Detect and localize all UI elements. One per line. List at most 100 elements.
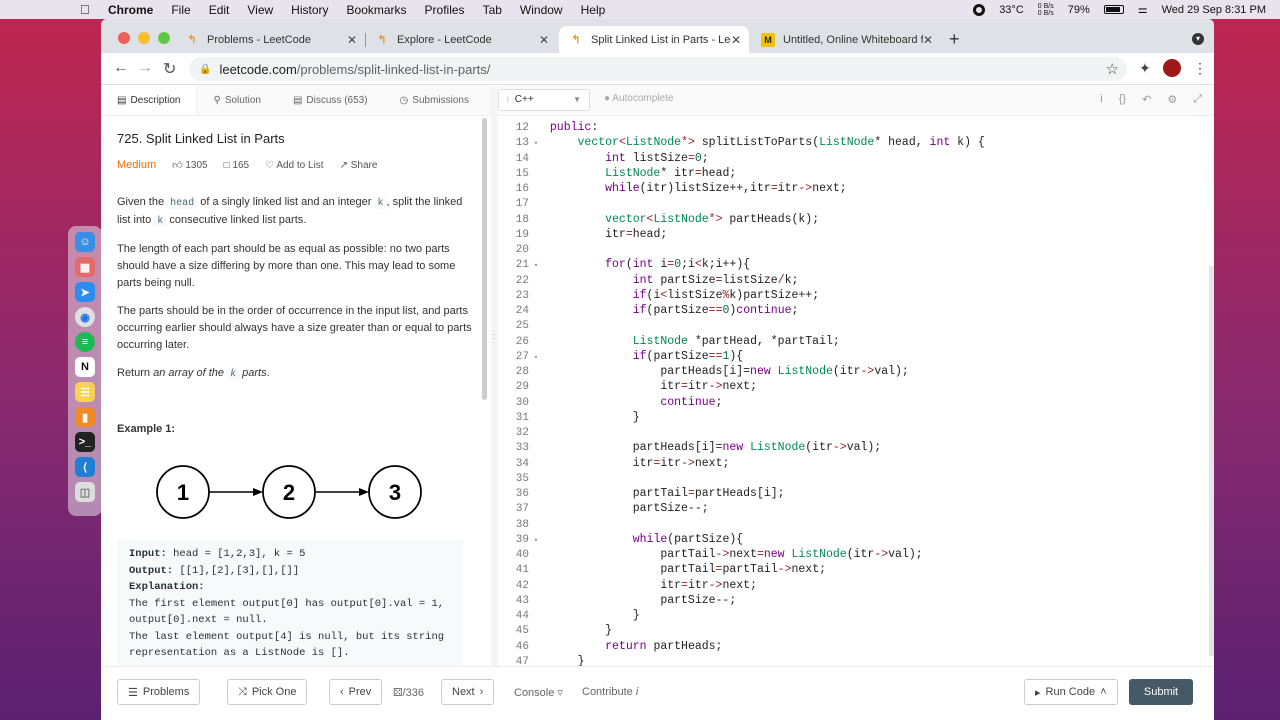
fold-arrow-icon[interactable]: ▾ bbox=[533, 262, 539, 271]
contribute-link[interactable]: Contribute i bbox=[582, 686, 639, 698]
extensions-puzzle-icon[interactable]: ✦ bbox=[1139, 60, 1151, 76]
tab-whiteboard[interactable]: M Untitled, Online Whiteboard fo ✕ bbox=[751, 26, 941, 53]
spotify-icon[interactable]: ≡ bbox=[75, 332, 95, 352]
minimize-window-button[interactable] bbox=[138, 32, 150, 44]
code-line[interactable]: 36 partTail=partHeads[i]; bbox=[498, 486, 785, 501]
code-line[interactable]: 21▾ for(int i=0;i<k;i++){ bbox=[498, 257, 750, 272]
tab-description[interactable]: ▤Description bbox=[101, 86, 198, 115]
code-line[interactable]: 44 } bbox=[498, 608, 640, 623]
fullscreen-icon[interactable]: ⤢ bbox=[1193, 93, 1202, 105]
profile-avatar[interactable] bbox=[1163, 59, 1181, 77]
notes-icon[interactable]: ☰ bbox=[75, 382, 95, 402]
vscode-icon[interactable]: ⟨ bbox=[75, 457, 95, 477]
description-scrollbar[interactable] bbox=[482, 118, 487, 400]
control-center-icon[interactable]: ⚌ bbox=[1137, 4, 1148, 16]
code-line[interactable]: 12 public: bbox=[498, 120, 598, 135]
settings-icon[interactable]: ⚙ bbox=[1167, 94, 1178, 106]
code-line[interactable]: 16 while(itr)listSize++,itr=itr->next; bbox=[498, 181, 847, 196]
lock-icon[interactable]: 🔒 bbox=[199, 63, 212, 75]
code-line[interactable]: 35 bbox=[498, 471, 550, 486]
code-line[interactable]: 38 bbox=[498, 517, 550, 532]
menu-history[interactable]: History bbox=[291, 2, 329, 17]
tab-close-icon[interactable]: ✕ bbox=[730, 32, 741, 47]
tab-problems[interactable]: ↰ Problems - LeetCode ✕ bbox=[175, 26, 366, 53]
finder-icon[interactable]: ☺ bbox=[75, 232, 95, 252]
safari-icon[interactable]: ➤ bbox=[75, 282, 95, 302]
bookmark-star-icon[interactable]: ☆ bbox=[1105, 61, 1119, 78]
tab-split-linked-list[interactable]: ↰ Split Linked List in Parts - Leet ✕ bbox=[559, 26, 749, 53]
run-code-button[interactable]: ▸Run Code˄ bbox=[1024, 679, 1118, 705]
braces-icon[interactable]: {} bbox=[1118, 93, 1127, 105]
prev-button[interactable]: ‹Prev bbox=[329, 679, 383, 705]
code-line[interactable]: 46 return partHeads; bbox=[498, 639, 723, 654]
datetime[interactable]: Wed 29 Sep 8:31 PM bbox=[1161, 3, 1266, 16]
notion-icon[interactable]: N bbox=[75, 357, 95, 377]
tab-close-icon[interactable]: ✕ bbox=[346, 32, 357, 47]
code-line[interactable]: 19 itr=head; bbox=[498, 227, 667, 242]
console-toggle[interactable]: Console ▿ bbox=[514, 687, 563, 699]
record-icon[interactable] bbox=[973, 3, 986, 16]
autocomplete-toggle[interactable]: ● Autocomplete bbox=[604, 93, 674, 104]
code-line[interactable]: 27▾ if(partSize==1){ bbox=[498, 349, 743, 364]
books-icon[interactable]: ▮ bbox=[75, 407, 95, 427]
tab-submissions[interactable]: ◷Submissions bbox=[384, 86, 485, 115]
apple-icon[interactable]:  bbox=[80, 2, 94, 17]
pick-one-button[interactable]: ⤨Pick One bbox=[227, 679, 308, 705]
code-line[interactable]: 32 bbox=[498, 425, 550, 440]
dislike-button[interactable]: □ 165 bbox=[223, 160, 250, 171]
tab-close-icon[interactable]: ✕ bbox=[922, 32, 933, 47]
tab-search-icon[interactable]: ▾ bbox=[1192, 33, 1204, 45]
new-tab-icon[interactable]: + bbox=[949, 29, 960, 49]
code-line[interactable]: 15 ListNode* itr=head; bbox=[498, 166, 736, 181]
code-line[interactable]: 25 bbox=[498, 318, 550, 333]
info-icon[interactable]: i bbox=[1100, 93, 1103, 105]
like-button[interactable]: 👍︎ 1305 bbox=[172, 160, 208, 171]
chrome-icon[interactable]: ◉ bbox=[75, 307, 95, 327]
close-window-button[interactable] bbox=[118, 32, 130, 44]
submit-button[interactable]: Submit bbox=[1129, 679, 1193, 705]
tab-close-icon[interactable]: ✕ bbox=[538, 32, 549, 47]
launchpad-icon[interactable]: ▦ bbox=[75, 257, 95, 277]
code-line[interactable]: 33 partHeads[i]=new ListNode(itr->val); bbox=[498, 440, 881, 455]
code-line[interactable]: 18 vector<ListNode*> partHeads(k); bbox=[498, 212, 819, 227]
code-editor[interactable]: 12 public:13▾ vector<ListNode*> splitLis… bbox=[498, 116, 1214, 666]
add-to-list-button[interactable]: ♡ Add to List bbox=[265, 160, 324, 171]
tab-discuss[interactable]: ▤Discuss (653) bbox=[277, 86, 384, 115]
code-line[interactable]: 13▾ vector<ListNode*> splitListToParts(L… bbox=[498, 135, 985, 150]
tab-solution[interactable]: ⚲Solution bbox=[197, 86, 276, 115]
code-line[interactable]: 43 partSize--; bbox=[498, 593, 736, 608]
code-line[interactable]: 17 bbox=[498, 196, 550, 211]
code-line[interactable]: 34 itr=itr->next; bbox=[498, 456, 730, 471]
menu-file[interactable]: File bbox=[171, 2, 191, 17]
chrome-menu-icon[interactable]: ⋮ bbox=[1193, 60, 1207, 76]
fold-arrow-icon[interactable]: ▾ bbox=[533, 140, 539, 149]
code-line[interactable]: 24 if(partSize==0)continue; bbox=[498, 303, 799, 318]
menu-help[interactable]: Help bbox=[580, 2, 606, 17]
reset-icon[interactable]: ↶ bbox=[1142, 94, 1152, 106]
trash-icon[interactable]: ◫ bbox=[75, 482, 95, 502]
editor-scrollbar[interactable] bbox=[1209, 266, 1214, 656]
problem-counter[interactable]: ⚄/336 bbox=[393, 687, 424, 699]
code-line[interactable]: 40 partTail->next=new ListNode(itr->val)… bbox=[498, 547, 923, 562]
menu-view[interactable]: View bbox=[247, 2, 274, 17]
terminal-icon[interactable]: >_ bbox=[75, 432, 95, 452]
code-line[interactable]: 42 itr=itr->next; bbox=[498, 578, 757, 593]
code-line[interactable]: 29 itr=itr->next; bbox=[498, 379, 757, 394]
maximize-window-button[interactable] bbox=[158, 32, 170, 44]
split-handle[interactable]: ::: bbox=[491, 86, 498, 666]
code-line[interactable]: 28 partHeads[i]=new ListNode(itr->val); bbox=[498, 364, 909, 379]
fold-arrow-icon[interactable]: ▾ bbox=[533, 353, 539, 362]
code-line[interactable]: 22 int partSize=listSize/k; bbox=[498, 273, 799, 288]
menu-tab[interactable]: Tab bbox=[482, 2, 502, 17]
back-icon[interactable]: ← bbox=[113, 59, 129, 76]
code-line[interactable]: 31 } bbox=[498, 410, 640, 425]
code-line[interactable]: 23 if(i<listSize%k)partSize++; bbox=[498, 288, 819, 303]
battery-icon[interactable] bbox=[1103, 5, 1124, 14]
menu-window[interactable]: Window bbox=[519, 2, 563, 17]
share-button[interactable]: ↗ Share bbox=[339, 160, 378, 171]
menu-bookmarks[interactable]: Bookmarks bbox=[346, 2, 407, 17]
tab-explore[interactable]: ↰ Explore - LeetCode ✕ bbox=[365, 26, 557, 53]
code-line[interactable]: 47 } bbox=[498, 654, 585, 666]
forward-icon[interactable]: → bbox=[137, 59, 153, 76]
